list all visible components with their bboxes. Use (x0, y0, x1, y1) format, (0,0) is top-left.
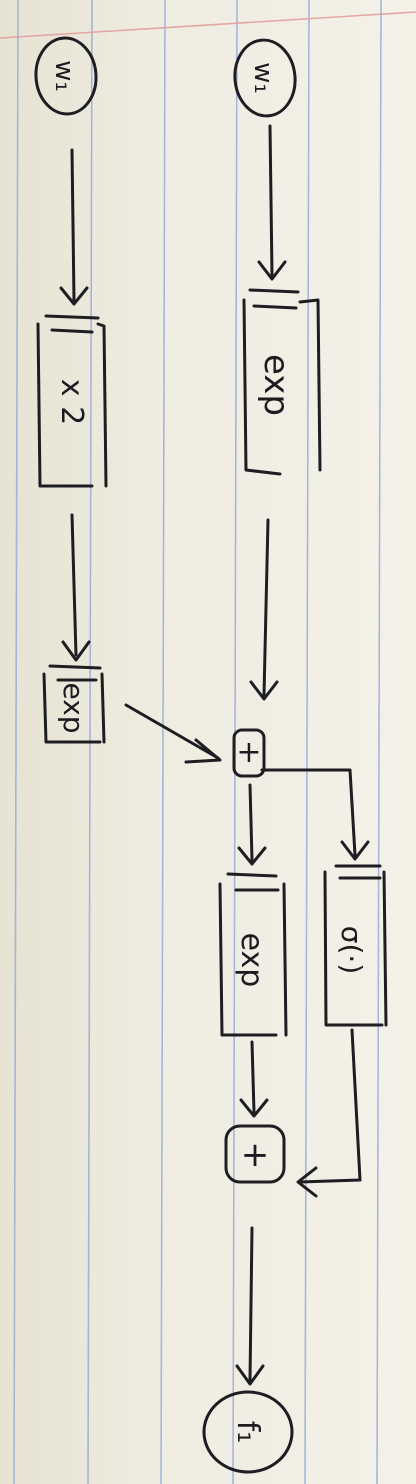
arrow-exp-to-plus-1 (249, 518, 279, 701)
node-exp-bottom-label: exp (57, 682, 90, 733)
arrow-exp-right-to-plus-2 (239, 1040, 269, 1118)
arrow-exp-bottom-to-plus-1 (124, 703, 222, 764)
node-f-output: f₁ (202, 1390, 294, 1474)
arrow-plus-2-to-f (235, 1226, 265, 1386)
node-f-output-label: f₁ (230, 1421, 265, 1444)
node-exp-top-label: exp (256, 354, 296, 416)
node-exp-top: exp (242, 298, 322, 476)
arrow-sigma-to-plus-2 (296, 1028, 362, 1198)
node-exp-right-label: exp (234, 933, 269, 988)
node-exp-bottom: exp (42, 672, 106, 744)
node-w-bottom: w₁ (34, 36, 98, 116)
node-plus-2-label: + (241, 1135, 270, 1175)
node-plus-2: + (224, 1124, 286, 1184)
node-plus-1: + (232, 728, 266, 778)
node-exp-right: exp (218, 882, 288, 1037)
node-sigma-label: σ(·) (335, 926, 368, 975)
node-w-top: w₁ (233, 38, 297, 118)
node-w-bottom-label: w₁ (49, 60, 79, 92)
arrow-plus-1-to-sigma (260, 768, 382, 868)
arrow-w-to-x2 (44, 148, 100, 320)
node-plus-1-label: + (236, 735, 261, 770)
arrow-x2-to-exp (48, 513, 102, 670)
node-x2-label: x 2 (54, 379, 89, 425)
node-sigma: σ(·) (323, 870, 388, 1027)
node-x2: x 2 (36, 322, 108, 488)
arrow-plus-1-to-exp-right (226, 783, 278, 878)
node-w-top-label: w₁ (248, 62, 278, 94)
arrow-w-to-exp (248, 124, 300, 294)
